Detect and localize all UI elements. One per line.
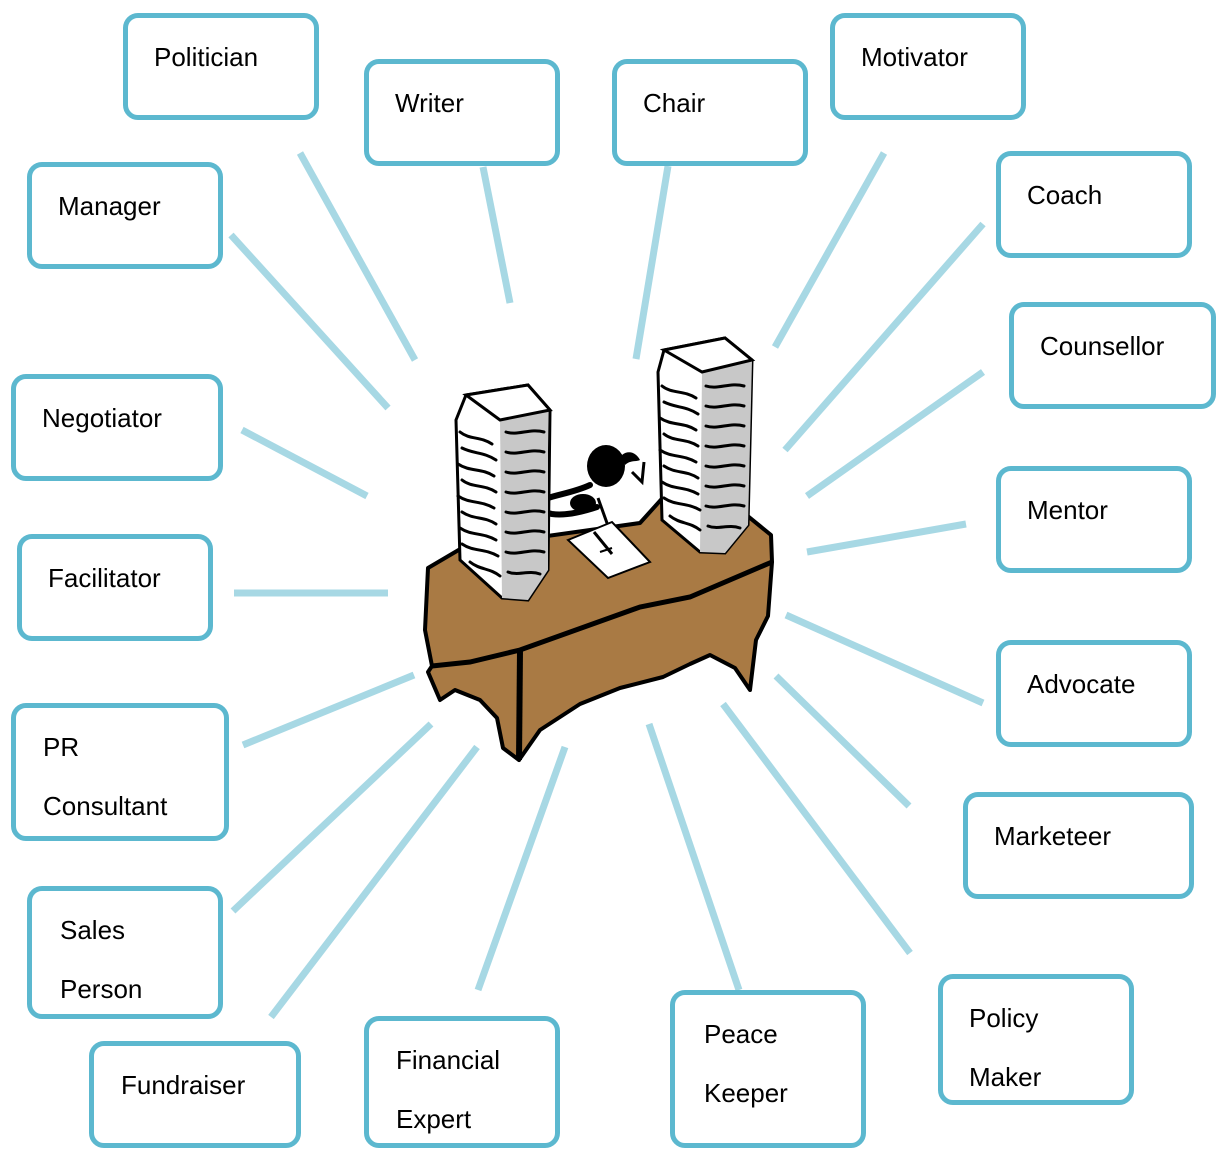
connector-peace-keeper bbox=[645, 722, 743, 992]
connector-advocate bbox=[784, 611, 985, 707]
connector-coach bbox=[782, 221, 986, 453]
connector-counsellor bbox=[804, 369, 986, 499]
paper-stack-right bbox=[656, 336, 756, 555]
label-counsellor: Counsellor bbox=[1040, 331, 1165, 361]
label-politician: Politician bbox=[154, 42, 259, 72]
label-negotiator: Negotiator bbox=[42, 403, 162, 433]
label-fundraiser: Fundraiser bbox=[121, 1070, 246, 1100]
label-manager: Manager bbox=[58, 191, 161, 221]
connector-lines bbox=[228, 151, 986, 1020]
connector-chair bbox=[632, 165, 672, 360]
connector-pr-consultant bbox=[241, 671, 416, 749]
box-policy-maker: Policy Maker bbox=[938, 974, 1134, 1105]
connector-motivator bbox=[771, 151, 888, 349]
label-chair: Chair bbox=[643, 88, 706, 118]
connector-marketeer bbox=[773, 673, 912, 809]
connector-manager bbox=[228, 232, 391, 411]
connector-writer bbox=[479, 166, 514, 304]
connector-policy-maker bbox=[720, 701, 913, 956]
label-advocate: Advocate bbox=[1027, 669, 1136, 699]
person-at-desk-with-paper-stacks-icon bbox=[423, 336, 774, 762]
box-peace-keeper: Peace Keeper bbox=[670, 990, 866, 1148]
connector-sales-person bbox=[230, 721, 434, 914]
box-counsellor: Counsellor bbox=[1009, 302, 1216, 409]
box-manager: Manager bbox=[27, 162, 223, 269]
box-facilitator: Facilitator bbox=[17, 534, 213, 641]
box-advocate: Advocate bbox=[996, 640, 1192, 747]
box-motivator: Motivator bbox=[830, 13, 1026, 120]
connector-politician bbox=[296, 151, 419, 362]
box-mentor: Mentor bbox=[996, 466, 1192, 573]
connector-negotiator bbox=[240, 426, 369, 500]
box-chair: Chair bbox=[612, 59, 808, 166]
label-coach: Coach bbox=[1027, 180, 1103, 210]
box-sales-person: Sales Person bbox=[27, 886, 223, 1019]
connector-mentor bbox=[806, 520, 967, 556]
paper-stack-left bbox=[454, 383, 553, 602]
box-coach: Coach bbox=[996, 151, 1192, 258]
box-financial-expert: Financial Expert bbox=[364, 1016, 560, 1148]
label-marketeer: Marketeer bbox=[994, 821, 1112, 851]
box-politician: Politician bbox=[123, 13, 319, 120]
label-pr-consultant: PR Consultant bbox=[43, 732, 168, 821]
label-financial-expert: Financial Expert bbox=[396, 1045, 501, 1134]
box-writer: Writer bbox=[364, 59, 560, 166]
label-sales-person: Sales Person bbox=[60, 915, 143, 1004]
box-fundraiser: Fundraiser bbox=[89, 1041, 301, 1148]
label-peace-keeper: Peace Keeper bbox=[704, 1019, 788, 1108]
label-policy-maker: Policy Maker bbox=[969, 1003, 1042, 1092]
box-marketeer: Marketeer bbox=[963, 792, 1194, 899]
connector-fundraiser bbox=[268, 744, 480, 1020]
label-mentor: Mentor bbox=[1027, 495, 1108, 525]
label-motivator: Motivator bbox=[861, 42, 968, 72]
label-facilitator: Facilitator bbox=[48, 563, 161, 593]
connector-financial-expert bbox=[474, 745, 569, 992]
person-head bbox=[587, 445, 625, 487]
label-writer: Writer bbox=[395, 88, 464, 118]
box-negotiator: Negotiator bbox=[11, 374, 223, 481]
box-pr-consultant: PR Consultant bbox=[11, 703, 229, 841]
